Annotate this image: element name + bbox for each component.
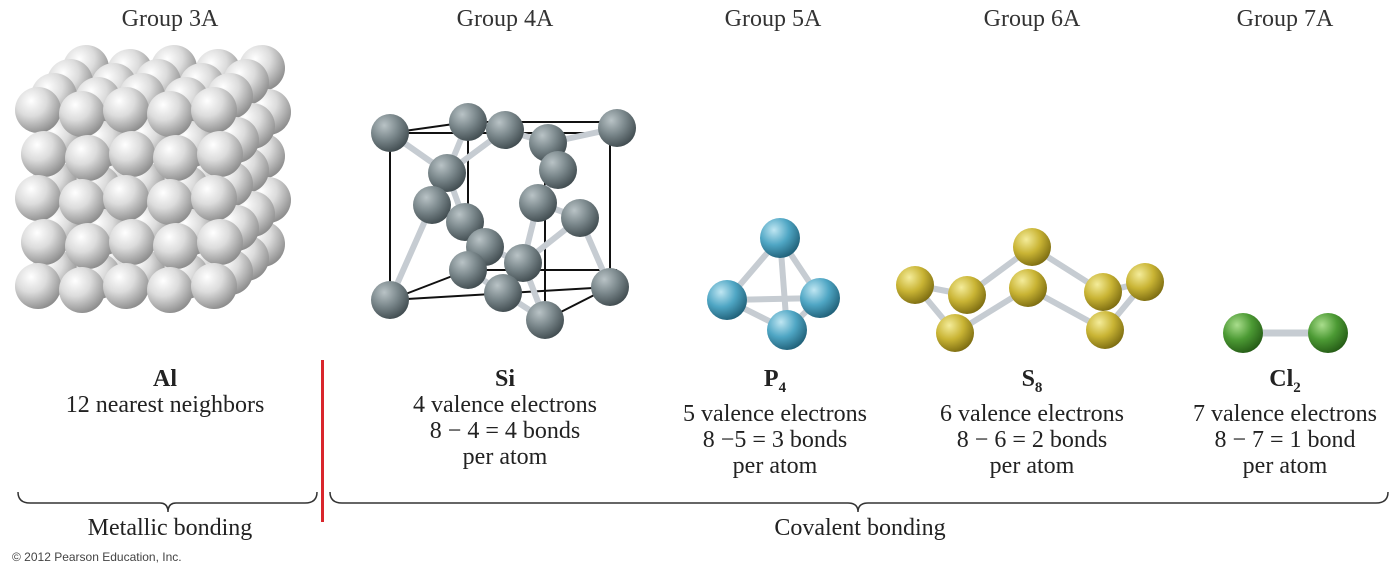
al-atom [197,219,243,265]
p-atom [767,310,807,350]
p4-desc-line-3: per atom [732,453,818,479]
al-atom [153,223,199,269]
covalent-bonding-label: Covalent bonding [774,515,946,541]
group-5a-title: Group 5A [724,6,822,32]
si-atom [428,154,466,192]
si-atom [449,103,487,141]
s-atom [1086,311,1124,349]
al-atom [59,91,105,137]
al-desc-line-1: 12 nearest neighbors [65,392,265,418]
group-3a-title: Group 3A [121,6,219,32]
si-label: Si 4 valence electrons 8 − 4 = 4 bonds p… [360,366,650,470]
cl2-label: Cl2 7 valence electrons 8 − 7 = 1 bond p… [1165,366,1400,479]
al-atom [103,87,149,133]
group-6a-title: Group 6A [983,6,1081,32]
p-atom [760,218,800,258]
metallic-bonding-label: Metallic bonding [87,515,253,541]
p4-formula: P4 [763,366,787,396]
p-atom [800,278,840,318]
al-atom [59,267,105,313]
s8-desc-line-3: per atom [989,453,1075,479]
al-atom [191,263,237,309]
al-atom [147,91,193,137]
cl-atom [1308,313,1348,353]
cl2-desc-line-3: per atom [1242,453,1328,479]
al-formula: Al [153,366,177,392]
s8-label: S8 6 valence electrons 8 − 6 = 2 bonds p… [907,366,1157,479]
al-atom [103,263,149,309]
si-atom [484,274,522,312]
p-atom [707,280,747,320]
si-atom [561,199,599,237]
group-4a-title: Group 4A [456,6,554,32]
s-atom [1084,273,1122,311]
p4-desc-line-2: 8 −5 = 3 bonds [702,427,848,453]
bonding-divider-line [321,360,324,522]
al-atom [59,179,105,225]
si-formula: Si [494,366,515,392]
al-atom [147,267,193,313]
al-atom [147,179,193,225]
s-atom [948,276,986,314]
group-7a-title: Group 7A [1236,6,1334,32]
al-atom [109,131,155,177]
al-atom [153,135,199,181]
si-atom [526,301,564,339]
s-atom [1126,263,1164,301]
si-desc-line-2: 8 − 4 = 4 bonds [429,418,581,444]
covalent-brace [329,491,1389,513]
s-atom [936,314,974,352]
aluminum-lattice [15,45,291,313]
al-atom [15,263,61,309]
copyright-notice: © 2012 Pearson Education, Inc. [12,550,182,564]
s8-molecule [896,228,1164,352]
si-atom [591,268,629,306]
si-atom [598,109,636,147]
al-atom [109,219,155,265]
s8-desc-line-1: 6 valence electrons [940,401,1124,427]
cl-atom [1223,313,1263,353]
al-atom [21,131,67,177]
al-atom [103,175,149,221]
si-atom [413,186,451,224]
al-atom [15,87,61,133]
al-atom [197,131,243,177]
al-atom [191,87,237,133]
cl2-formula: Cl2 [1269,366,1301,396]
al-atom [65,223,111,269]
si-atom [449,251,487,289]
metallic-brace [17,491,318,513]
si-atom [371,281,409,319]
cl2-desc-line-2: 8 − 7 = 1 bond [1214,427,1356,453]
p4-molecule [707,218,840,350]
silicon-lattice [371,103,636,339]
s-atom [1009,269,1047,307]
s8-formula: S8 [1021,366,1043,396]
s8-desc-line-2: 8 − 6 = 2 bonds [956,427,1108,453]
al-atom [191,175,237,221]
s-atom [896,266,934,304]
si-atom [539,151,577,189]
si-atom [519,184,557,222]
s-atom [1013,228,1051,266]
si-desc-line-3: per atom [462,444,548,470]
si-desc-line-1: 4 valence electrons [413,392,597,418]
p4-label: P4 5 valence electrons 8 −5 = 3 bonds pe… [650,366,900,479]
si-atom [504,244,542,282]
si-atom [486,111,524,149]
si-atom [371,114,409,152]
al-atom [65,135,111,181]
al-atom [15,175,61,221]
cl2-molecule [1223,313,1348,353]
cl2-desc-line-1: 7 valence electrons [1193,401,1377,427]
p4-desc-line-1: 5 valence electrons [683,401,867,427]
al-atom [21,219,67,265]
al-label: Al 12 nearest neighbors [20,366,310,418]
